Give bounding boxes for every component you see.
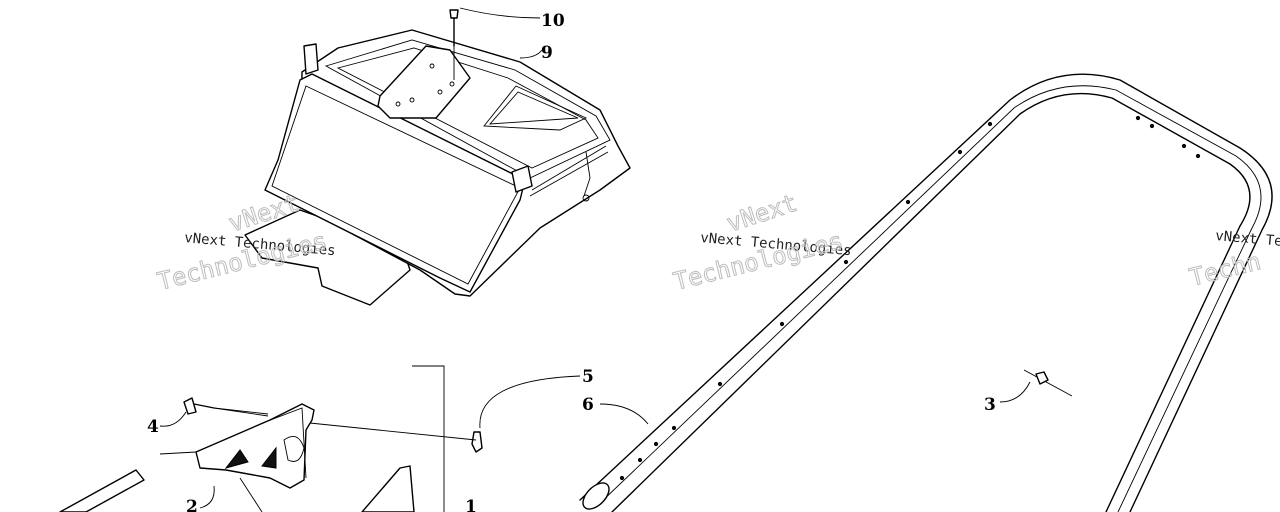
bolt-part-10 bbox=[449, 9, 459, 80]
callout-9: 9 bbox=[541, 43, 553, 63]
frame-loop-part bbox=[579, 73, 1273, 512]
watermark-center: vNext vNext Technologies Technologies bbox=[670, 188, 852, 296]
rail-part-1 bbox=[59, 365, 445, 512]
watermark-word-top: vNext bbox=[723, 189, 800, 238]
callout-3: 3 bbox=[984, 395, 996, 415]
callout-4: 4 bbox=[147, 417, 159, 437]
watermark-right-partial: vNext Te Techn bbox=[1186, 228, 1280, 292]
callout-2: 2 bbox=[186, 497, 198, 512]
leader-lines bbox=[159, 7, 1031, 509]
watermark-line-partial: vNext Te bbox=[1215, 228, 1280, 250]
callout-6: 6 bbox=[582, 395, 594, 415]
callout-10: 10 bbox=[541, 11, 565, 31]
callout-1: 1 bbox=[465, 497, 477, 512]
pin-part-3 bbox=[1023, 369, 1073, 397]
storage-bag-part bbox=[244, 29, 631, 306]
callout-5: 5 bbox=[582, 367, 594, 387]
bolt-part-4 bbox=[183, 397, 269, 415]
clip-part-5 bbox=[299, 421, 483, 453]
